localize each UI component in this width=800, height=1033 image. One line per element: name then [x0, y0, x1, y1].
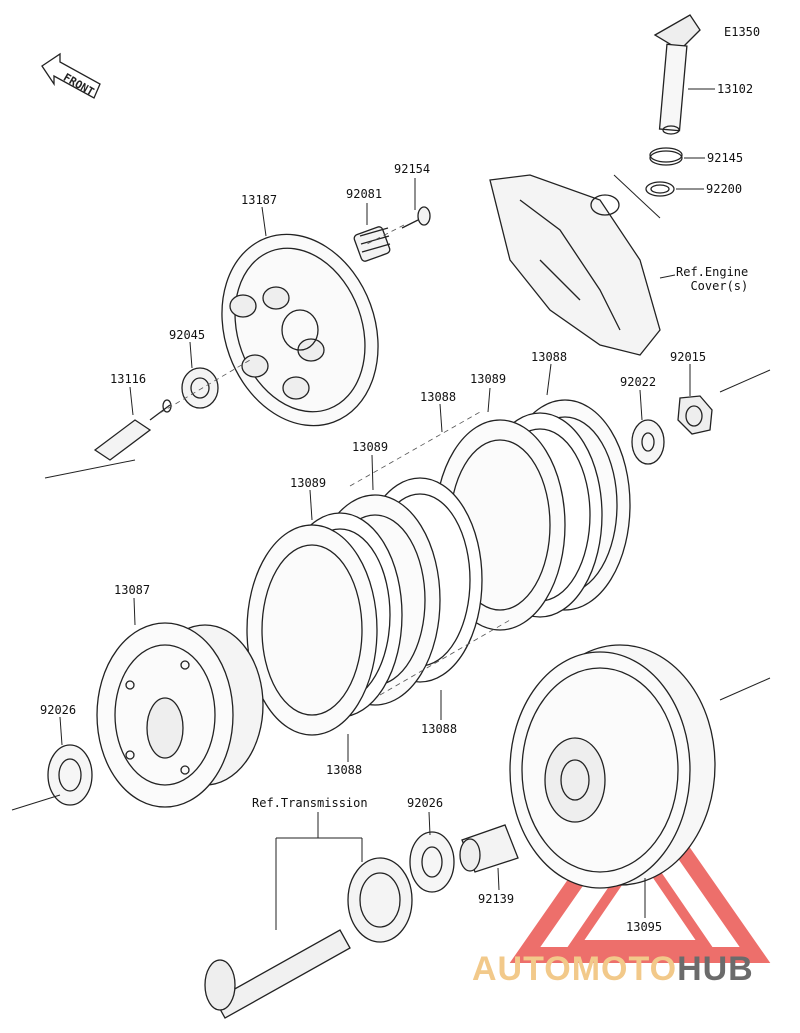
label-13088-bottom-right: 13088 [421, 722, 458, 736]
bearing-92045 [181, 367, 219, 409]
sleeve-92139 [459, 824, 519, 873]
label-92045: 92045 [169, 328, 206, 342]
front-arrow-icon: FRONT [41, 52, 101, 99]
diagram-code: E1350 [724, 25, 761, 39]
clutch-housing-13095 [509, 644, 716, 889]
label-13089-top: 13089 [470, 372, 507, 386]
label-13088-top: 13088 [531, 350, 568, 364]
label-92154: 92154 [394, 162, 431, 176]
label-92081: 92081 [346, 187, 383, 201]
label-13089-mid: 13089 [352, 440, 389, 454]
clutch-hub-13087 [96, 622, 264, 808]
label-13187: 13187 [241, 193, 278, 207]
label-13089-left: 13089 [290, 476, 327, 490]
watermark-part-b: HUB [677, 950, 754, 988]
pusher-13116 [93, 399, 172, 461]
label-13095: 13095 [626, 920, 663, 934]
label-13088-mid: 13088 [420, 390, 457, 404]
label-92015: 92015 [670, 350, 707, 364]
nut-92015 [677, 395, 713, 435]
watermark-part-a: AUTOMOTO [472, 950, 678, 988]
spring-92145 [649, 150, 683, 166]
label-92026-right: 92026 [407, 796, 444, 810]
washer-92026-right [409, 831, 455, 893]
label-92022: 92022 [620, 375, 657, 389]
label-92200: 92200 [706, 182, 743, 196]
dashed-guides [159, 224, 511, 696]
spring-92081 [353, 226, 391, 262]
label-13087: 13087 [114, 583, 151, 597]
bolt-92154 [401, 206, 431, 229]
label-92145: 92145 [707, 151, 744, 165]
transmission-shaft [204, 857, 413, 1019]
watermark-text: AUTOMOTOHUB [472, 950, 754, 989]
washer-92022 [631, 419, 665, 465]
label-ref-transmission: Ref.Transmission [252, 796, 368, 810]
label-92139: 92139 [478, 892, 515, 906]
washer-92026-left [47, 744, 93, 806]
engine-cover [489, 174, 661, 356]
plate-13088-bottom [246, 524, 378, 736]
label-13102: 13102 [717, 82, 754, 96]
label-13116: 13116 [110, 372, 147, 386]
shaft-13102 [653, 14, 701, 135]
label-ref-engine-cover: Ref.Engine Cover(s) [676, 265, 749, 293]
washer-92200 [645, 181, 675, 197]
pressure-plate-13187 [221, 233, 379, 427]
label-13088-bottom: 13088 [326, 763, 363, 777]
label-92026-left: 92026 [40, 703, 77, 717]
leader-lines [11, 88, 771, 930]
